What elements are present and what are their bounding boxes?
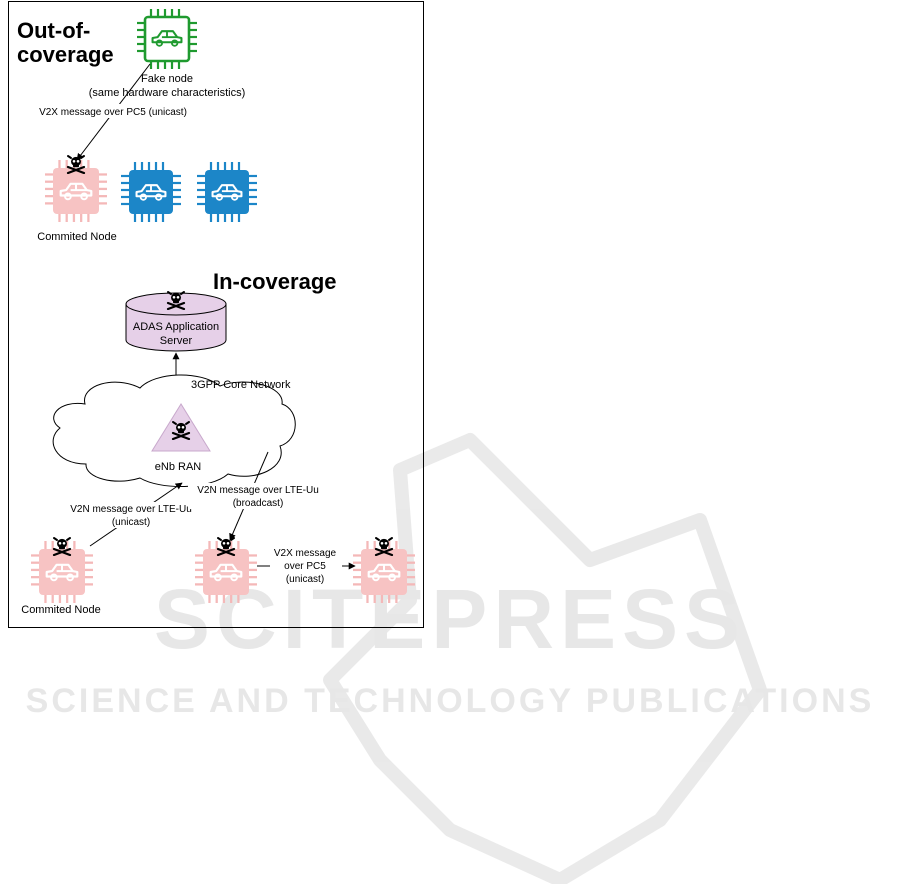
committed-node-icon [45, 154, 107, 222]
v2x-pc5-label-line2: over PC5 [284, 561, 326, 572]
v2x-pc5-label: V2X message [274, 548, 337, 559]
out-of-coverage-title-line2: coverage [17, 42, 114, 67]
figure-frame [8, 1, 424, 628]
v2x-pc5-label-line3: (unicast) [286, 574, 324, 585]
fake-node-label: Fake node [141, 73, 193, 85]
fake-node-sublabel: (same hardware characteristics) [89, 87, 246, 99]
in-coverage-title: In-coverage [213, 269, 337, 294]
v2n-broadcast-sublabel: (broadcast) [233, 498, 284, 509]
v2n-broadcast-label: V2N message over LTE-Uu [197, 485, 319, 496]
ran-icon [151, 403, 211, 452]
core-network-label: 3GPP Core Network [191, 379, 291, 391]
watermark: SCITEPRESS SCIENCE AND TECHNOLOGY PUBLIC… [26, 433, 875, 884]
committed-node-icon [31, 536, 93, 603]
watermark-main: SCITEPRESS [154, 572, 746, 666]
adas-server-label: ADAS Application [133, 321, 219, 333]
adas-server-label-line2: Server [160, 335, 193, 347]
out-of-coverage-title-line1: Out-of- [17, 18, 90, 43]
committed-node-label-out: Commited Node [37, 231, 116, 243]
committed-node-icon [195, 536, 257, 603]
normal-node-icon [197, 162, 257, 222]
adas-server-icon [125, 290, 227, 352]
v2n-unicast-sublabel: (unicast) [112, 517, 150, 528]
committed-node-icon [353, 536, 415, 603]
fake-node-icon [137, 9, 197, 69]
committed-node-label-in: Commited Node [21, 604, 100, 616]
normal-node-icon [121, 162, 181, 222]
v2x-message-label: V2X message over PC5 (unicast) [39, 107, 187, 118]
watermark-sub: SCIENCE AND TECHNOLOGY PUBLICATIONS [26, 682, 875, 720]
v2n-unicast-label: V2N message over LTE-Uu [70, 504, 192, 515]
ran-label: eNb RAN [155, 461, 202, 473]
